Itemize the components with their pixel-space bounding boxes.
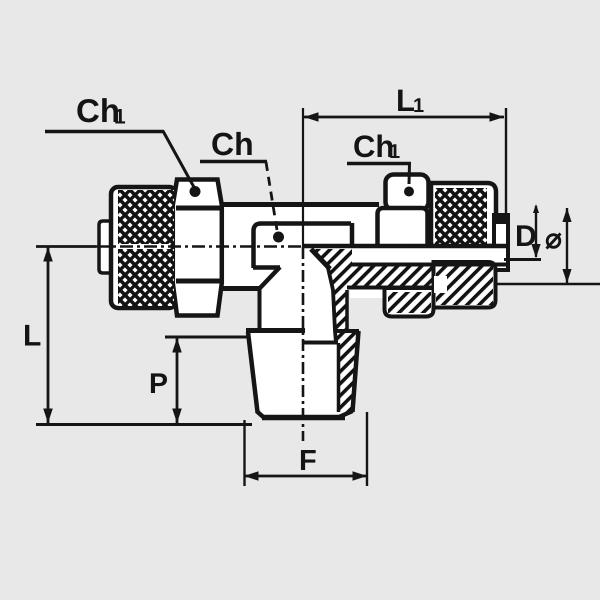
svg-text:Ch: Ch xyxy=(76,92,120,129)
svg-text:1: 1 xyxy=(413,95,424,117)
svg-text:F: F xyxy=(299,445,317,477)
svg-text:L: L xyxy=(23,320,41,353)
svg-text:Ch: Ch xyxy=(211,126,254,162)
svg-text:1: 1 xyxy=(389,141,400,163)
svg-text:P: P xyxy=(149,368,168,400)
svg-text:1: 1 xyxy=(114,106,126,129)
svg-text:Ch: Ch xyxy=(353,129,394,164)
svg-text:D: D xyxy=(515,220,537,253)
svg-text:L: L xyxy=(396,83,415,118)
